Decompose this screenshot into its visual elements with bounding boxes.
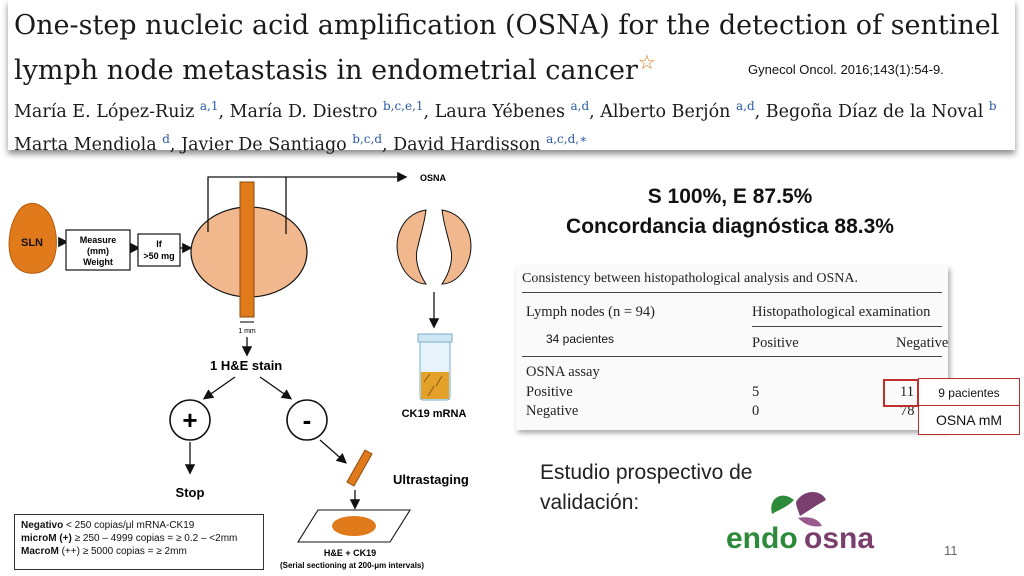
estudio-text: Estudio prospectivo de validación:	[540, 461, 753, 514]
tube-sample	[421, 372, 449, 399]
lymph-nodes-header: Lymph nodes (n = 94)	[526, 304, 655, 320]
he-stain-label: 1 H&E stain	[210, 358, 282, 373]
cell-neg-neg: 78	[900, 403, 915, 419]
positive-circle	[169, 399, 211, 441]
one-mm-label: 1 mm	[238, 328, 256, 335]
concordance: Concordancia diagnóstica 88.3%	[566, 215, 894, 238]
table-caption: Consistency between histopathological an…	[522, 271, 858, 286]
consistency-table: Consistency between histopathological an…	[516, 266, 948, 430]
he-slice	[239, 181, 255, 318]
histo-header: Histopathological examination	[752, 304, 931, 320]
sensitivity-specificity: S 100%, E 87.5%	[647, 185, 813, 208]
author-name: María D. Diestro	[229, 101, 383, 122]
osna-half-left	[396, 209, 427, 285]
legend-macrom: MacroM	[21, 546, 59, 557]
note-osna-mm: OSNA mM	[918, 405, 1020, 435]
author-affiliation: a,1	[199, 99, 219, 113]
osna-assay-label: OSNA assay	[526, 364, 600, 380]
cell-pos-pos: 5	[752, 384, 760, 400]
slide-section	[332, 516, 376, 536]
positive-col-header: Positive	[752, 335, 799, 351]
note-9-pacientes: 9 pacientes	[918, 378, 1020, 407]
stop-label: Stop	[176, 485, 205, 500]
paper-authors: María E. López-Ruiz a,1, María D. Diestr…	[14, 93, 997, 159]
legend-microm-rest: ≥ 250 – 4999 copias = ≥ 0.2 – <2mm	[71, 533, 238, 544]
author-affiliation: a,d	[735, 99, 755, 113]
table-rule	[752, 326, 942, 327]
author-name: David Hardisson	[393, 134, 547, 155]
osna-label: OSNA	[420, 173, 447, 183]
page-number: 11	[944, 543, 958, 558]
author-name: Javier De Santiago	[181, 134, 353, 155]
ultrastaging-label: Ultrastaging	[393, 472, 469, 487]
author-affiliation: a,d	[570, 99, 590, 113]
ultrastaging-slice	[346, 449, 373, 487]
osna-flow-diagram: SLN Measure (mm) Weight If >50 mg OSNA 1…	[8, 172, 472, 570]
if-line1: If	[156, 239, 163, 249]
he-ck19-label: H&E + CK19	[324, 548, 376, 558]
row-positive-label: Positive	[526, 384, 573, 400]
positive-sign: +	[182, 405, 197, 435]
serial-label: (Serial sectioning at 200-μm intervals)	[280, 561, 424, 570]
if-box	[137, 233, 181, 267]
logo-butterfly-icon	[796, 492, 826, 516]
author-name: Laura Yébenes	[434, 101, 571, 122]
if-line2: >50 mg	[143, 251, 174, 261]
negative-circle	[286, 399, 328, 441]
cell-neg-pos: 0	[752, 403, 760, 419]
negative-col-header: Negative	[896, 335, 949, 351]
legend-negativo-rest: < 250 copias/μl mRNA-CK19	[63, 520, 195, 531]
logo-osna-text: osna	[804, 522, 874, 555]
endoosna-logo: endo osna	[726, 492, 874, 555]
ck19-label: CK19 mRNA	[402, 408, 467, 420]
highlight-11-box	[883, 379, 919, 407]
row-negative-label: Negative	[526, 403, 579, 419]
sln-node-shape	[8, 203, 57, 274]
citation: Gynecol Oncol. 2016;143(1):54-9.	[748, 62, 944, 77]
copies-legend: Negativo < 250 copias/μl mRNA-CK19 micro…	[14, 514, 264, 570]
osna-half-right	[441, 209, 472, 285]
logo-leaf-icon	[771, 495, 794, 514]
paper-title-line1: One-step nucleic acid amplification (OSN…	[14, 10, 1000, 41]
author-name: Begoña Díaz de la Noval	[765, 101, 989, 122]
author-name: Alberto Berjón	[600, 101, 736, 122]
author-affiliation: b,c,d	[352, 131, 383, 146]
legend-microm: microM (+)	[21, 533, 72, 544]
paper-header	[8, 0, 1015, 150]
measure-box	[65, 229, 131, 271]
author-affiliation: d	[162, 131, 170, 146]
negative-sign: -	[303, 405, 312, 435]
authors-line1: María E. López-Ruiz a,1, María D. Diestr…	[14, 99, 997, 122]
measure-line1: Measure	[80, 235, 117, 245]
sln-label: SLN	[21, 237, 43, 249]
table-rule	[522, 292, 942, 293]
note-34-pacientes: 34 pacientes	[546, 332, 615, 346]
cell-pos-neg: 11	[900, 384, 914, 400]
author-name: Marta Mendiola	[14, 134, 163, 155]
paper-title-line2: lymph node metastasis in endometrial can…	[14, 55, 638, 86]
star-icon: ☆	[637, 50, 656, 74]
legend-negativo: Negativo	[21, 520, 64, 531]
author-affiliation: b	[988, 99, 997, 113]
paper-title: One-step nucleic acid amplification (OSN…	[14, 8, 999, 89]
authors-line2: Marta Mendiola d, Javier De Santiago b,c…	[14, 131, 588, 155]
tube-cap	[417, 333, 453, 343]
measure-line3: Weight	[83, 257, 113, 267]
legend-macrom-rest: (++) ≥ 5000 copias = ≥ 2mm	[58, 546, 187, 557]
table-rule	[522, 356, 942, 357]
author-affiliation: a,c,d,∗	[546, 131, 588, 146]
author-name: María E. López-Ruiz	[14, 101, 200, 122]
author-affiliation: b,c,e,1	[382, 99, 424, 113]
logo-endo-text: endo	[726, 522, 798, 555]
stats-block: S 100%, E 87.5% Concordancia diagnóstica…	[520, 182, 940, 242]
measure-line2: (mm)	[87, 246, 109, 256]
